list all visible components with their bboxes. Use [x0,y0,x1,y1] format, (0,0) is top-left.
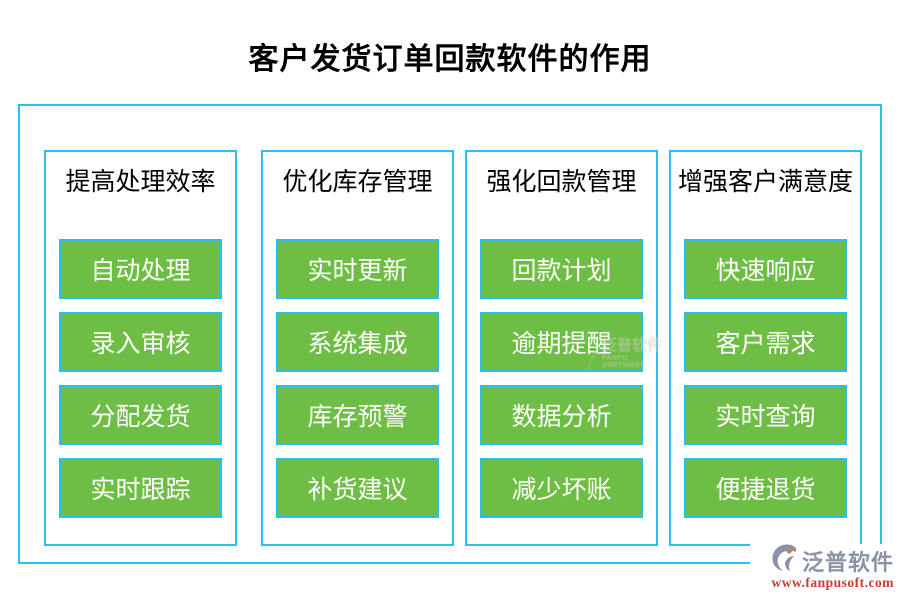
feature-item: 库存预警 [276,385,439,445]
main-frame: 提高处理效率 自动处理 录入审核 分配发货 实时跟踪 优化库存管理 实时更新 系… [18,104,882,564]
feature-item: 客户需求 [684,312,847,372]
column-header: 提高处理效率 [65,169,216,196]
brand-url: www.fanpusoft.com [771,575,894,590]
column-items: 实时更新 系统集成 库存预警 补货建议 [276,239,439,518]
feature-column-efficiency: 提高处理效率 自动处理 录入审核 分配发货 实时跟踪 [44,150,237,546]
column-items: 快速响应 客户需求 实时查询 便捷退货 [684,239,847,518]
column-items: 自动处理 录入审核 分配发货 实时跟踪 [59,239,222,518]
column-header: 强化回款管理 [486,169,637,196]
brand-row: 泛普软件 [770,544,894,577]
feature-item: 实时跟踪 [59,458,222,518]
feature-item: 实时更新 [276,239,439,299]
feature-column-payment: 强化回款管理 回款计划 逾期提醒 数据分析 减少坏账 [465,150,658,546]
feature-item: 快速响应 [684,239,847,299]
feature-column-satisfaction: 增强客户满意度 快速响应 客户需求 实时查询 便捷退货 [669,150,862,546]
brand-name: 泛普软件 [801,549,894,575]
feature-item: 数据分析 [480,385,643,445]
feature-item: 自动处理 [59,239,222,299]
column-header: 优化库存管理 [282,169,433,196]
column-items: 回款计划 逾期提醒 数据分析 减少坏账 [480,239,643,518]
feature-item: 录入审核 [59,312,222,372]
feature-item: 减少坏账 [480,458,643,518]
feature-item: 实时查询 [684,385,847,445]
feature-item: 分配发货 [59,385,222,445]
feature-column-inventory: 优化库存管理 实时更新 系统集成 库存预警 补货建议 [261,150,454,546]
feature-item: 回款计划 [480,239,643,299]
brand-logo-icon [770,544,800,577]
page-title: 客户发货订单回款软件的作用 [248,43,652,76]
feature-item: 逾期提醒 [480,312,643,372]
feature-item: 便捷退货 [684,458,847,518]
brand-watermark-footer: 泛普软件 www.fanpusoft.com [750,544,894,591]
column-header: 增强客户满意度 [677,169,853,196]
feature-item: 补货建议 [276,458,439,518]
feature-item: 系统集成 [276,312,439,372]
